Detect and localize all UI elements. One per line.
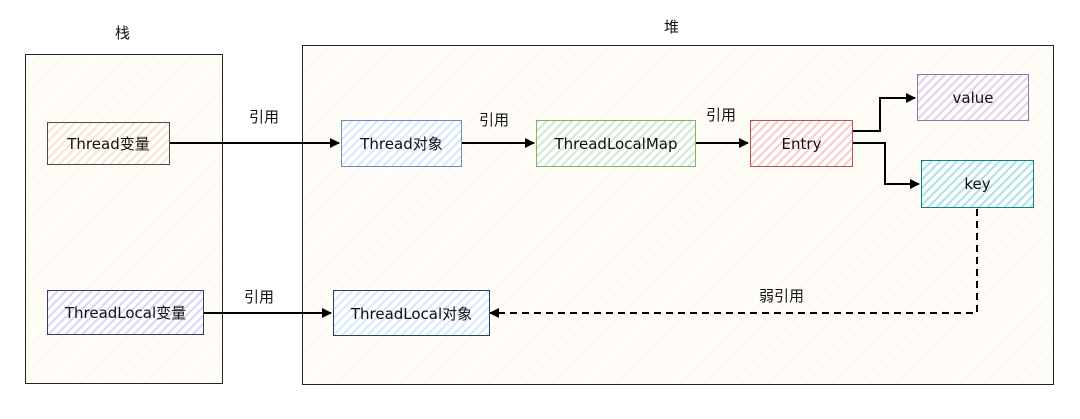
thread-object-node: Thread对象 [341,120,462,167]
key-node: key [921,160,1034,208]
edge-label-ref-1: 引用 [249,108,280,126]
value-node: value [917,74,1029,121]
stack-title: 栈 [115,24,131,42]
thread-variable-node: Thread变量 [47,122,170,165]
edge-entry-to-value [853,93,916,132]
entry-node: Entry [750,120,853,167]
edge-label-ref-4: 引用 [244,288,275,306]
threadlocalmap-node: ThreadLocalMap [536,120,696,167]
threadlocal-object-node: ThreadLocal对象 [333,290,490,336]
edge-entry-to-key [853,142,920,189]
edge-label-ref-3: 引用 [706,106,737,124]
edge-label-ref-2: 引用 [479,111,510,129]
heap-title: 堆 [664,18,680,36]
edge-label-weak-ref: 弱引用 [759,287,805,305]
threadlocal-variable-node: ThreadLocal变量 [47,290,204,335]
edge-key-weak-to-threadlocal-obj [489,209,978,318]
